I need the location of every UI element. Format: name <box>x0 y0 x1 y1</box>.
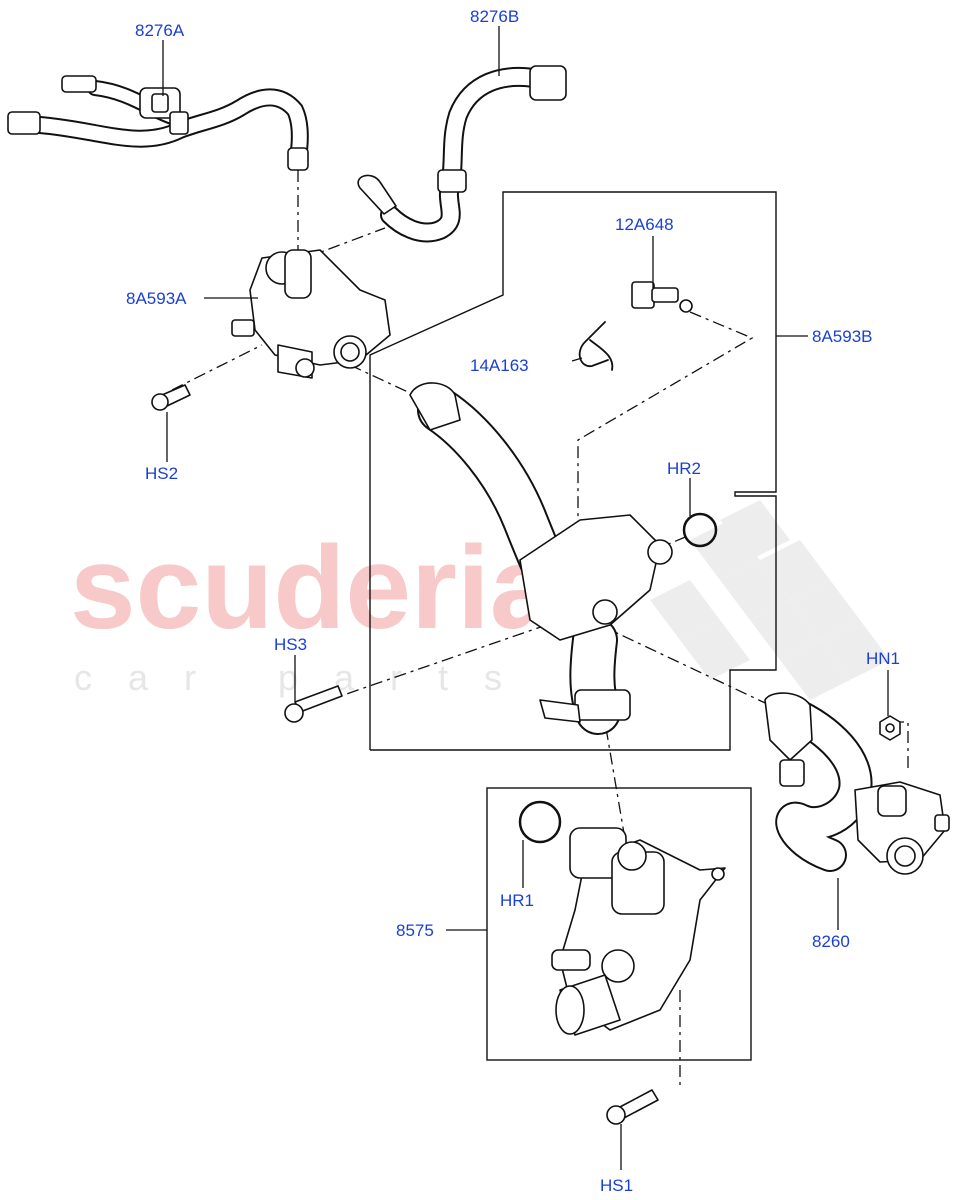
group-outline-8a593b <box>369 191 777 751</box>
part-8276b-hose <box>357 65 567 243</box>
label-8260: 8260 <box>812 932 850 951</box>
part-12a648-sensor <box>631 281 693 313</box>
label-12a648: 12A648 <box>615 215 674 234</box>
label-8276b: 8276B <box>470 7 519 26</box>
label-14a163: 14A163 <box>470 356 529 375</box>
part-8260-hose-assembly <box>764 692 950 875</box>
leader-lines <box>162 26 889 1170</box>
checkered-flag-watermark <box>650 500 890 700</box>
part-14a163-clip <box>578 321 614 371</box>
part-hs1-bolt <box>606 1089 659 1125</box>
part-8a593a-outlet-housing <box>231 249 391 379</box>
group-outline-8575 <box>486 787 752 1061</box>
part-hn1-nut <box>879 715 901 741</box>
label-hs1: HS1 <box>600 1176 633 1195</box>
label-8276a: 8276A <box>135 21 185 40</box>
label-hr2: HR2 <box>667 459 701 478</box>
label-8a593a: 8A593A <box>126 289 187 308</box>
label-8a593b: 8A593B <box>812 327 873 346</box>
part-8575-thermostat-housing <box>551 827 726 1036</box>
watermark-brand: scuderia <box>70 522 557 654</box>
label-hn1: HN1 <box>866 649 900 668</box>
part-8a593b-main-hose <box>409 382 673 735</box>
label-hs3: HS3 <box>274 635 307 654</box>
watermark-tagline: car parts <box>74 657 538 698</box>
watermark: scuderia car parts <box>70 500 890 700</box>
part-hr1-ring <box>518 800 562 844</box>
part-hs2-bolt <box>151 384 191 411</box>
part-8276a-hose-assembly <box>7 75 309 171</box>
part-hs3-bolt <box>284 685 343 723</box>
part-labels: 8276A 8276B 12A648 8A593A 8A593B 14A163 … <box>126 7 900 1195</box>
label-hs2: HS2 <box>145 464 178 483</box>
label-hr1: HR1 <box>500 891 534 910</box>
part-hr2-ring <box>682 512 718 548</box>
label-8575: 8575 <box>396 921 434 940</box>
